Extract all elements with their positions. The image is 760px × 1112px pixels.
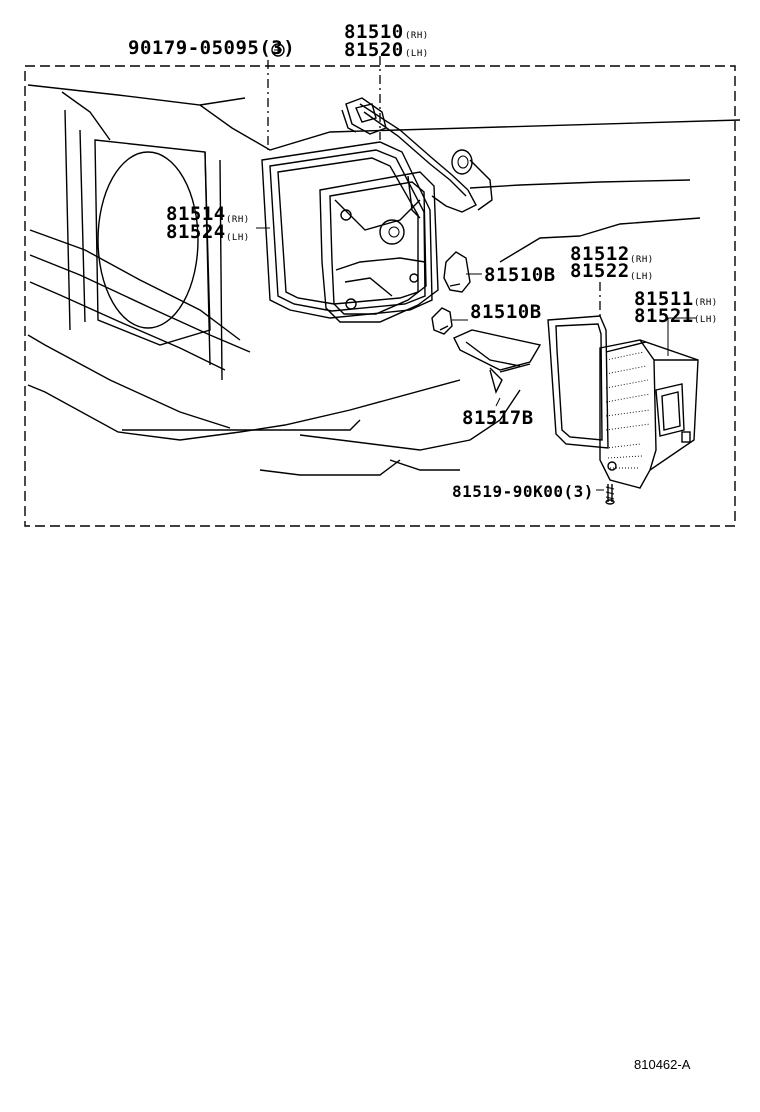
screw-icon xyxy=(605,484,615,505)
label-rear-lamp-lh: (LH) xyxy=(405,49,429,59)
label-gasket-lh: (LH) xyxy=(226,233,250,243)
bulb-icon xyxy=(431,251,471,335)
leader-lines xyxy=(256,56,696,491)
label-lens-rh: (RH) xyxy=(694,298,718,308)
label-bulb-a: 81510B xyxy=(484,264,556,286)
label-lens-gasket-lh: (LH) xyxy=(630,272,654,282)
assembly-frame xyxy=(24,65,736,527)
label-lens-gasket-lh-part: 81522 xyxy=(570,260,630,282)
side-lamp-lens xyxy=(599,339,699,489)
label-lens-lh-part: 81521 xyxy=(634,305,694,327)
vehicle-body xyxy=(27,84,741,476)
label-bulb-b: 81510B xyxy=(470,301,542,323)
figure-code: 810462-A xyxy=(634,1057,691,1072)
label-gasket-rh: (RH) xyxy=(226,215,250,225)
reflector-part xyxy=(453,329,542,394)
label-lens-gasket-rh-part: 81512 xyxy=(570,243,630,265)
label-reflector: 81517B xyxy=(462,407,534,429)
label-lens-rh-part: 81511 xyxy=(634,288,694,310)
label-lens-gasket-rh: (RH) xyxy=(630,255,654,265)
rear-lamp-housing xyxy=(319,103,493,323)
lens-gasket xyxy=(547,315,609,449)
label-rear-lamp: 81510 xyxy=(344,21,404,43)
connector-icon xyxy=(341,97,387,135)
callouts: 90179-05095(3) 81510 (RH) 81520 (LH) 815… xyxy=(128,21,718,501)
label-screw-bottom: 81519-90K00(3) xyxy=(452,482,594,501)
label-lens-lh: (LH) xyxy=(694,315,718,325)
label-rear-lamp-lh-part: 81520 xyxy=(344,39,404,61)
label-gasket-lh-part: 81524 xyxy=(166,221,226,243)
screw-head-icon xyxy=(271,43,285,57)
label-rear-lamp-rh: (RH) xyxy=(405,31,429,41)
label-screw-top: 90179-05095(3) xyxy=(128,37,295,59)
label-gasket-rh-part: 81514 xyxy=(166,203,226,225)
rear-lamp-gasket xyxy=(261,141,433,319)
